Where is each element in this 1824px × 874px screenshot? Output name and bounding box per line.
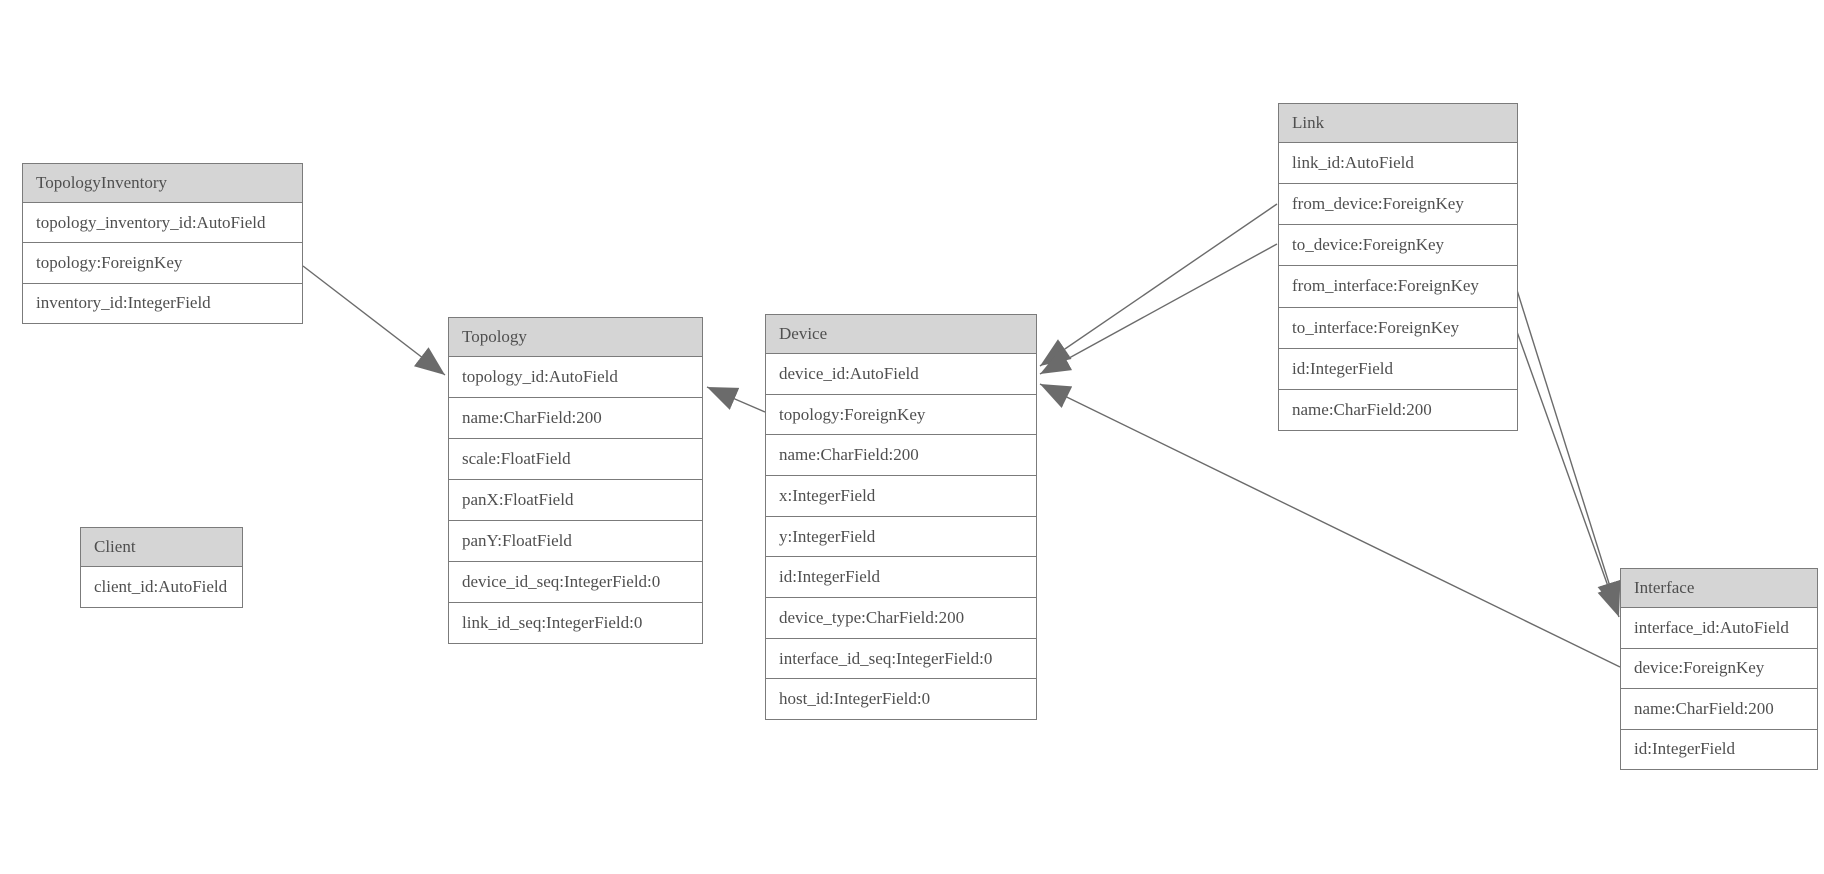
edge-link-fromdevice-device — [1039, 203, 1278, 367]
entity-title: Link — [1279, 104, 1517, 143]
table-row: topology_inventory_id:AutoField — [36, 212, 266, 232]
entity-topology[interactable]: Topology topology_id:AutoField name:CharF… — [448, 317, 703, 644]
table-row: client_id:AutoField — [94, 577, 228, 596]
table-row: id:IntegerField — [1279, 347, 1517, 389]
table-row: from_interface:ForeignKey — [1279, 265, 1517, 306]
edge-link-tointerface-interface — [1515, 328, 1621, 618]
table-row: id:IntegerField — [1621, 728, 1817, 770]
table-row: to_device:ForeignKey — [1279, 224, 1517, 265]
table-row: topology:ForeignKey — [766, 393, 1036, 435]
entity-device[interactable]: Device device_id:AutoField topology:Forei… — [765, 314, 1037, 720]
table-row: topology_id:AutoField — [462, 367, 618, 386]
table-row: device:ForeignKey — [1621, 647, 1817, 689]
entity-title: Client — [81, 528, 242, 567]
table-row: interface_id_seq:IntegerField:0 — [766, 637, 1036, 679]
table-row: link_id:AutoField — [1292, 153, 1414, 173]
table-row: panX:FloatField — [449, 479, 702, 520]
entity-fields: client_id:AutoField — [81, 567, 242, 607]
entity-title: Interface — [1621, 569, 1817, 608]
table-row: scale:FloatField — [449, 438, 702, 479]
table-row: device_type:CharField:200 — [766, 597, 1036, 638]
edge-link-todevice-device — [1039, 243, 1278, 375]
table-row: topology:ForeignKey — [23, 242, 302, 282]
table-row: device_id_seq:IntegerField:0 — [449, 561, 702, 602]
edge-topologyinventory-topology — [302, 265, 446, 376]
entity-title: TopologyInventory — [23, 164, 302, 203]
entity-link[interactable]: Link link_id:AutoField from_device:Foreig… — [1278, 103, 1518, 431]
table-row: device_id:AutoField — [779, 363, 919, 383]
entity-title: Device — [766, 315, 1036, 354]
table-row: to_interface:ForeignKey — [1279, 306, 1517, 348]
table-row: id:IntegerField — [766, 556, 1036, 597]
table-row: x:IntegerField — [766, 475, 1036, 516]
entity-fields: topology_inventory_id:AutoField topology:… — [23, 203, 302, 323]
table-row: name:CharField:200 — [449, 397, 702, 438]
entity-title: Topology — [449, 318, 702, 357]
edge-link-frominterface-interface — [1515, 286, 1621, 613]
table-row: name:CharField:200 — [766, 434, 1036, 475]
table-row: y:IntegerField — [766, 515, 1036, 557]
table-row: host_id:IntegerField:0 — [766, 678, 1036, 719]
table-row: interface_id:AutoField — [1634, 617, 1789, 637]
table-row: name:CharField:200 — [1621, 688, 1817, 729]
edge-device-topology — [706, 386, 766, 413]
table-row: link_id_seq:IntegerField:0 — [449, 602, 702, 643]
entity-topologyinventory[interactable]: TopologyInventory topology_inventory_id:… — [22, 163, 303, 324]
table-row: inventory_id:IntegerField — [23, 282, 302, 323]
table-row: name:CharField:200 — [1279, 388, 1517, 430]
edge-interface-device-device — [1039, 383, 1621, 668]
table-row: panY:FloatField — [449, 520, 702, 561]
table-row: from_device:ForeignKey — [1279, 183, 1517, 224]
entity-interface[interactable]: Interface interface_id:AutoField device:F… — [1620, 568, 1818, 770]
entity-client[interactable]: Client client_id:AutoField — [80, 527, 243, 608]
